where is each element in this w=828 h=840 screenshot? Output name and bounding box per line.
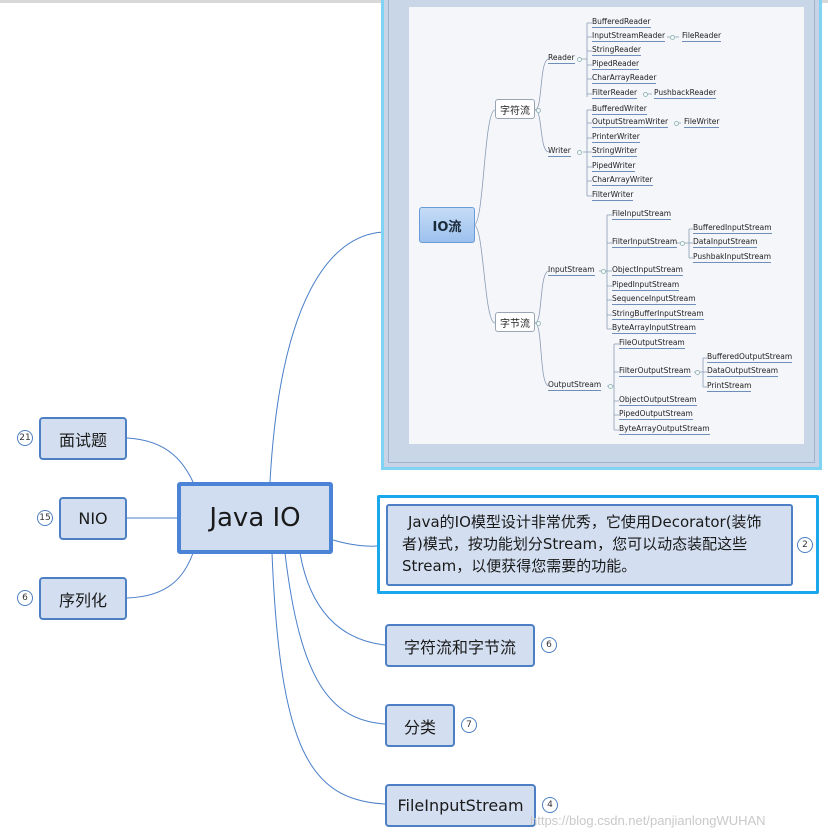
mindmap-file-reader: FileReader — [682, 31, 722, 42]
mindmap-output-item: ByteArrayOutputStream — [619, 424, 710, 435]
collapse-dot — [536, 321, 541, 326]
collapse-dot — [608, 384, 613, 389]
mindmap-char-stream: 字符流 — [495, 99, 535, 119]
collapsed-count-badge[interactable]: 4 — [542, 797, 558, 813]
mindmap-filter-output-child: BufferedOutputStream — [707, 352, 793, 363]
topic-classification[interactable]: 分类 — [385, 704, 455, 747]
io-stream-mindmap-image: IO流 字符流 字节流 Reader Writer InputStream Ou… — [409, 7, 804, 444]
mindmap-reader-item: FilterReader — [592, 88, 638, 99]
mindmap-writer-item: CharArrayWriter — [592, 175, 653, 186]
collapsed-count-badge[interactable]: 6 — [17, 590, 33, 606]
collapse-dot — [680, 241, 685, 246]
mindmap-reader-item: BufferedReader — [592, 17, 651, 28]
mindmap-writer-item: BufferedWriter — [592, 104, 647, 115]
mindmap-output-item: PipedOutputStream — [619, 409, 693, 420]
topic-interview-questions[interactable]: 面试题 — [39, 417, 127, 460]
mindmap-output-item: FileOutputStream — [619, 338, 685, 349]
mindmap-writer-item: OutputStreamWriter — [592, 117, 669, 128]
collapsed-count-badge[interactable]: 2 — [797, 537, 813, 553]
topic-serialization[interactable]: 序列化 — [39, 577, 127, 620]
embedded-image-border: IO流 字符流 字节流 Reader Writer InputStream Ou… — [388, 0, 815, 463]
note-text: Java的IO模型设计非常优秀，它使用Decorator(装饰者)模式，按功能划… — [386, 504, 793, 586]
mindmap-byte-stream: 字节流 — [495, 312, 535, 332]
mindmap-input-item: SequenceInputStream — [612, 294, 696, 305]
mindmap-input-item: ByteArrayInputStream — [612, 323, 696, 334]
topic-nio[interactable]: NIO — [59, 497, 127, 540]
mindmap-outputstream: OutputStream — [548, 380, 602, 391]
collapse-dot — [670, 35, 675, 40]
collapsed-count-badge[interactable]: 7 — [461, 717, 477, 733]
collapse-dot — [695, 370, 700, 375]
mindmap-filter-output-child: PrintStream — [707, 381, 752, 392]
mindmap-pushback-reader: PushbackReader — [654, 88, 717, 99]
collapse-dot — [674, 121, 679, 126]
embedded-image-frame: IO流 字符流 字节流 Reader Writer InputStream Ou… — [381, 0, 822, 470]
note-callout-selected[interactable]: Java的IO模型设计非常优秀，它使用Decorator(装饰者)模式，按功能划… — [377, 495, 819, 594]
mindmap-filter-input-child: PushbakInputStream — [693, 252, 772, 263]
mindmap-reader: Reader — [548, 53, 575, 64]
topic-char-and-byte-streams[interactable]: 字符流和字节流 — [385, 624, 535, 667]
mindmap-writer: Writer — [548, 146, 571, 157]
mindmap-reader-item: StringReader — [592, 45, 641, 56]
mindmap-filter-input-child: BufferedInputStream — [693, 223, 772, 234]
collapse-dot — [601, 269, 606, 274]
mindmap-input-item: FileInputStream — [612, 209, 672, 220]
topic-fileinputstream[interactable]: FileInputStream — [385, 784, 536, 827]
mindmap-writer-item: FilterWriter — [592, 190, 634, 201]
collapse-dot — [643, 92, 648, 97]
watermark: https://blog.csdn.net/panjianlongWUHAN — [530, 813, 766, 828]
mindmap-input-item: FilterInputStream — [612, 237, 678, 248]
central-topic-java-io[interactable]: Java IO — [177, 482, 333, 554]
mindmap-reader-item: PipedReader — [592, 59, 640, 70]
collapsed-count-badge[interactable]: 6 — [541, 637, 557, 653]
collapse-dot — [577, 150, 582, 155]
collapse-dot — [577, 57, 582, 62]
collapsed-count-badge[interactable]: 21 — [17, 430, 33, 446]
mindmap-filter-input-child: DataInputStream — [693, 237, 758, 248]
collapse-dot — [536, 108, 541, 113]
mindmap-writer-item: PrinterWriter — [592, 132, 640, 143]
mindmap-input-item: ObjectInputStream — [612, 265, 683, 276]
collapsed-count-badge[interactable]: 15 — [37, 510, 53, 526]
mindmap-file-writer: FileWriter — [684, 117, 720, 128]
mindmap-input-item: PipedInputStream — [612, 280, 680, 291]
mindmap-output-item: FilterOutputStream — [619, 366, 691, 377]
mindmap-writer-item: StringWriter — [592, 146, 638, 157]
mindmap-output-item: ObjectOutputStream — [619, 395, 697, 406]
mindmap-reader-item: InputStreamReader — [592, 31, 666, 42]
mindmap-writer-item: PipedWriter — [592, 161, 636, 172]
mindmap-inputstream: InputStream — [548, 265, 595, 276]
mindmap-filter-output-child: DataOutputStream — [707, 366, 779, 377]
mindmap-reader-item: CharArrayReader — [592, 73, 657, 84]
mindmap-input-item: StringBufferInputStream — [612, 309, 704, 320]
mindmap-root-io: IO流 — [419, 207, 475, 243]
